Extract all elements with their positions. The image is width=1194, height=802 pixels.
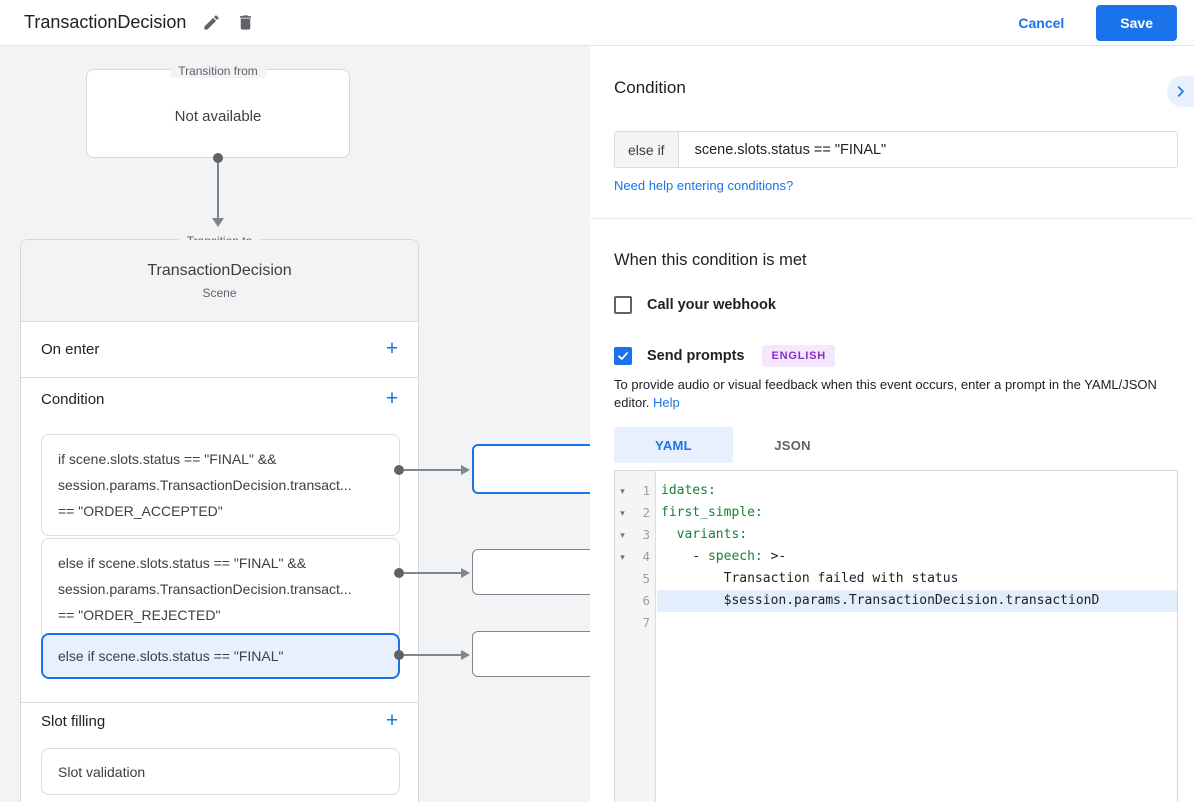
- arrow-right-icon: [461, 568, 470, 578]
- transition-to-node: Transition to TransactionDecision Scene …: [20, 234, 419, 802]
- fold-arrow-icon[interactable]: ▾: [620, 486, 625, 496]
- condition-card-2[interactable]: else if scene.slots.status == "FINAL" &&…: [41, 538, 400, 640]
- condition-text: == "ORDER_REJECTED": [58, 607, 221, 623]
- condition-expression-field: else if scene.slots.status == "FINAL": [614, 131, 1178, 168]
- tab-json[interactable]: JSON: [733, 427, 852, 463]
- transition-from-node[interactable]: Transition from Not available: [86, 64, 350, 158]
- line-number: 4: [642, 549, 650, 564]
- code-line[interactable]: first_simple:: [661, 505, 763, 520]
- pencil-icon: [202, 13, 221, 32]
- condition-text: session.params.TransactionDecision.trans…: [58, 477, 352, 493]
- condition-card-1[interactable]: if scene.slots.status == "FINAL" && sess…: [41, 434, 400, 536]
- fold-arrow-icon[interactable]: [616, 568, 629, 590]
- send-prompts-checkbox[interactable]: [614, 347, 632, 365]
- panel-divider: [590, 218, 1194, 219]
- condition-text: == "ORDER_ACCEPTED": [58, 503, 223, 519]
- transition-from-label: Transition from: [87, 62, 349, 80]
- top-bar: TransactionDecision Cancel Save: [0, 0, 1194, 46]
- code-line[interactable]: idates:: [661, 483, 716, 498]
- arrow-down-icon: [212, 218, 224, 227]
- fold-arrow-icon[interactable]: ▾: [620, 508, 625, 518]
- prompt-hint-text: To provide audio or visual feedback when…: [614, 377, 1157, 410]
- trash-icon: [236, 13, 255, 32]
- line-number: 7: [642, 615, 650, 630]
- connector-line: [404, 572, 461, 574]
- conditions-help-link[interactable]: Need help entering conditions?: [614, 178, 794, 193]
- scene-type: Scene: [202, 286, 237, 300]
- editor-format-tabs: YAML JSON: [614, 427, 852, 463]
- line-number: 5: [642, 571, 650, 586]
- condition-text: else if scene.slots.status == "FINAL" &&: [58, 555, 307, 571]
- language-badge: ENGLISH: [762, 345, 835, 367]
- code-line-highlighted[interactable]: $session.params.TransactionDecision.tran…: [657, 590, 1177, 612]
- connector-dot-condition-1[interactable]: [394, 465, 404, 475]
- section-divider: [21, 702, 418, 703]
- page-title: TransactionDecision: [24, 12, 187, 32]
- scene-name: TransactionDecision: [147, 262, 292, 279]
- connector-line: [404, 654, 461, 656]
- condition-expression-input[interactable]: scene.slots.status == "FINAL": [694, 141, 887, 158]
- condition-text: else if scene.slots.status == "FINAL": [58, 648, 284, 664]
- cancel-button[interactable]: Cancel: [1018, 14, 1065, 31]
- chevron-right-icon: [1173, 84, 1188, 99]
- when-condition-met-title: When this condition is met: [614, 251, 807, 269]
- connector-line: [404, 469, 461, 471]
- send-prompts-row[interactable]: Send prompts ENGLISH: [614, 345, 835, 367]
- collapse-panel-button[interactable]: [1167, 76, 1194, 107]
- webhook-checkbox[interactable]: [614, 296, 632, 314]
- line-number: 6: [642, 593, 650, 608]
- add-on-enter-button[interactable]: +: [380, 337, 404, 361]
- transition-target-box-2[interactable]: [472, 549, 590, 595]
- fold-arrow-icon[interactable]: ▾: [620, 552, 625, 562]
- condition-prefix: else if: [615, 132, 679, 167]
- condition-text: if scene.slots.status == "FINAL" &&: [58, 451, 277, 467]
- transition-target-box-1[interactable]: [472, 444, 590, 494]
- slot-validation-card[interactable]: Slot validation: [41, 748, 400, 795]
- line-number: 3: [642, 527, 650, 542]
- fold-arrow-icon[interactable]: [616, 590, 629, 612]
- editor-gutter: ▾ 1 ▾ 2 ▾ 3 ▾ 4 5 6 7: [615, 471, 656, 802]
- edit-scene-button[interactable]: [194, 6, 228, 40]
- webhook-label: Call your webhook: [647, 297, 776, 313]
- add-slot-button[interactable]: +: [380, 709, 404, 733]
- help-link[interactable]: Help: [653, 395, 680, 410]
- code-area[interactable]: idates: first_simple: variants: - speech…: [657, 471, 1177, 802]
- call-webhook-row[interactable]: Call your webhook: [614, 296, 776, 314]
- condition-section-label: Condition: [41, 391, 105, 408]
- code-line[interactable]: variants:: [676, 527, 748, 542]
- section-divider: [21, 377, 418, 378]
- on-enter-row: On enter +: [21, 322, 418, 377]
- code-line[interactable]: - speech: >-: [661, 549, 787, 564]
- check-icon: [616, 349, 630, 363]
- fold-arrow-icon[interactable]: [616, 612, 629, 634]
- code-line[interactable]: [657, 612, 1177, 634]
- scene-card-header[interactable]: TransactionDecision Scene: [21, 240, 418, 322]
- fold-arrow-icon[interactable]: ▾: [620, 530, 625, 540]
- line-number: 1: [642, 483, 650, 498]
- yaml-code-editor: ▾ 1 ▾ 2 ▾ 3 ▾ 4 5 6 7 idates: first_simple: …: [614, 470, 1178, 802]
- tab-yaml[interactable]: YAML: [614, 427, 733, 463]
- add-condition-button[interactable]: +: [380, 387, 404, 411]
- connector-dot-condition-2[interactable]: [394, 568, 404, 578]
- on-enter-label: On enter: [41, 341, 100, 358]
- save-button[interactable]: Save: [1096, 4, 1177, 41]
- connector-dot-condition-3[interactable]: [394, 650, 404, 660]
- arrow-right-icon: [461, 465, 470, 475]
- slot-filling-label: Slot filling: [41, 713, 106, 730]
- transition-target-box-3[interactable]: [472, 631, 590, 677]
- condition-card-3-selected[interactable]: else if scene.slots.status == "FINAL": [41, 633, 400, 679]
- send-prompts-label: Send prompts: [647, 348, 745, 364]
- connector-dot[interactable]: [213, 153, 223, 163]
- delete-scene-button[interactable]: [228, 6, 262, 40]
- condition-text: session.params.TransactionDecision.trans…: [58, 581, 352, 597]
- line-number: 2: [642, 505, 650, 520]
- slot-validation-label: Slot validation: [58, 763, 146, 780]
- flow-canvas: Transition from Not available Transition…: [0, 46, 590, 802]
- arrow-right-icon: [461, 650, 470, 660]
- panel-title: Condition: [614, 78, 686, 97]
- code-line[interactable]: Transaction failed with status: [661, 571, 959, 586]
- transition-arrow-line: [217, 160, 219, 220]
- transition-from-value: Not available: [174, 108, 262, 125]
- condition-detail-panel: Condition else if scene.slots.status == …: [590, 46, 1194, 802]
